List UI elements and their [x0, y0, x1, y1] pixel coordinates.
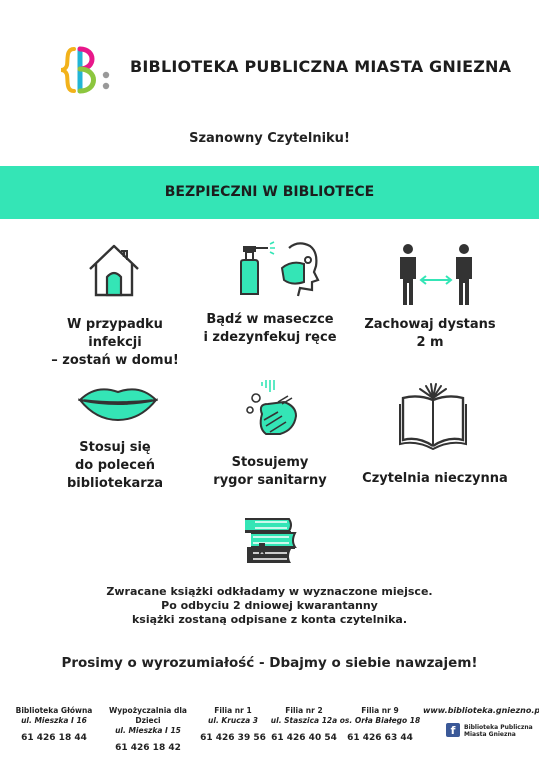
branch-main: Biblioteka Główna ul. Mieszka I 16 61 42…	[8, 706, 100, 745]
caption-line: W przypadku infekcji	[67, 317, 163, 350]
caption-line: Czytelnia nieczynna	[362, 471, 508, 486]
caption-sanitary: Stosujemy rygor sanitarny	[200, 454, 340, 490]
caption-line: – zostań w domu!	[51, 353, 179, 368]
caption-line: Stosujemy	[231, 455, 309, 470]
branch-2: Filia nr 2 ul. Staszica 12a 61 426 40 54	[266, 706, 342, 745]
caption-mask: Bądź w maseczce i zdezynfekuj ręce	[195, 311, 345, 347]
hand-wash-icon	[246, 380, 298, 435]
branch-phone: 61 426 18 44	[21, 733, 87, 743]
branch-address: os. Orła Białego 18	[339, 716, 421, 725]
branch-name: Biblioteka Główna	[15, 706, 93, 715]
caption-line: 2 m	[416, 335, 444, 350]
website-link[interactable]: www.biblioteka.gniezno.pl	[423, 706, 539, 715]
caption-line: Stosuj się	[79, 440, 151, 455]
banner	[0, 166, 539, 219]
branch-name: Filia nr 9	[361, 706, 399, 715]
branch-address: ul. Mieszka I 15	[115, 726, 181, 735]
greeting: Szanowny Czytelniku!	[189, 131, 350, 146]
lips-icon	[78, 388, 158, 422]
facebook-page-name[interactable]: Biblioteka Publiczna Miasta Gniezna	[464, 724, 533, 738]
facebook-icon[interactable]: f	[446, 723, 460, 737]
branch-phone: 61 426 63 44	[347, 733, 413, 743]
branch-address: ul. Krucza 3	[208, 716, 258, 725]
caption-line: bibliotekarza	[66, 476, 164, 491]
caption-line: Zachowaj dystans	[364, 317, 496, 332]
branch-phone: 61 426 39 56	[200, 733, 266, 743]
branch-children: Wypożyczalnia dla Dzieci ul. Mieszka I 1…	[96, 706, 200, 755]
caption-line: do poleceń	[74, 458, 156, 473]
branch-phone: 61 426 18 42	[115, 743, 181, 753]
caption-librarian: Stosuj się do poleceń bibliotekarza	[45, 439, 185, 493]
caption-distance: Zachowaj dystans 2 m	[360, 316, 500, 352]
distance-icon	[400, 244, 472, 305]
caption-reading-room: Czytelnia nieczynna	[355, 470, 515, 488]
caption-line: Bądź w maseczce	[206, 312, 334, 327]
branch-phone: 61 426 40 54	[271, 733, 337, 743]
books-stack-icon	[245, 518, 297, 563]
branch-name: Filia nr 2	[285, 706, 323, 715]
branch-address: ul. Mieszka I 16	[21, 716, 87, 725]
open-book-icon	[399, 383, 467, 450]
note-line: książki zostaną odpisane z konta czyteln…	[131, 613, 408, 626]
house-icon	[89, 244, 139, 297]
facebook-line: Miasta Gniezna	[464, 731, 516, 738]
note-line: Zwracane książki odkładamy w wyznaczone …	[106, 585, 433, 598]
banner-title: BEZPIECZNI W BIBLIOTECE	[164, 184, 375, 200]
branch-address: ul. Staszica 12a	[270, 716, 338, 725]
slogan: Prosimy o wyrozumiałość - Dbajmy o siebi…	[61, 655, 478, 671]
facebook-line: Biblioteka Publiczna	[464, 724, 533, 731]
caption-stay-home: W przypadku infekcji – zostań w domu!	[40, 316, 190, 370]
organization-name: BIBLIOTEKA PUBLICZNA MIASTA GNIEZNA	[130, 57, 512, 76]
branch-name: Filia nr 1	[214, 706, 252, 715]
caption-line: i zdezynfekuj ręce	[203, 330, 337, 345]
return-note: Zwracane książki odkładamy w wyznaczone …	[0, 585, 539, 627]
library-logo-icon	[60, 46, 110, 94]
note-line: Po odbyciu 2 dniowej kwarantanny	[161, 599, 378, 612]
branch-9: Filia nr 9 os. Orła Białego 18 61 426 63…	[338, 706, 422, 745]
branch-1: Filia nr 1 ul. Krucza 3 61 426 39 56	[198, 706, 268, 745]
mask-sanitizer-icon	[240, 241, 320, 297]
branch-name: Wypożyczalnia dla Dzieci	[109, 706, 187, 725]
caption-line: rygor sanitarny	[213, 473, 327, 488]
